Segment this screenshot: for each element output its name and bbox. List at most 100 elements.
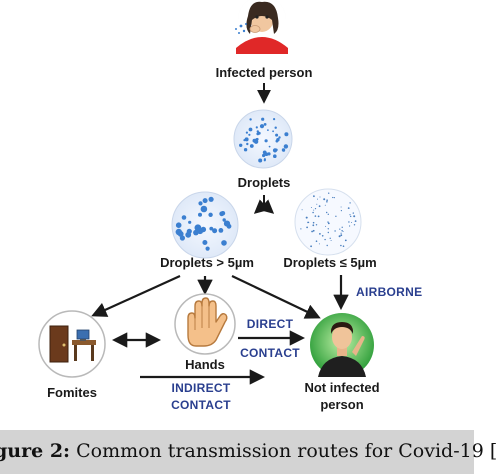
droplet-dot: [327, 221, 329, 223]
droplet-dot: [326, 211, 328, 214]
infected-person-icon: [235, 0, 288, 54]
droplet-dot: [340, 244, 342, 247]
droplet-dot: [334, 230, 336, 232]
droplet-dot: [218, 228, 224, 233]
droplet-dot: [323, 198, 326, 201]
droplet-dot: [353, 224, 356, 226]
droplet-dot: [177, 231, 184, 237]
droplet-dot: [350, 215, 352, 218]
droplet-dot: [275, 133, 279, 137]
droplet-dot: [264, 139, 268, 143]
droplet-dot: [332, 196, 334, 199]
infected-person-label: Infected person: [216, 65, 313, 80]
droplet-dot: [212, 228, 218, 234]
small-droplets-circle-icon: [294, 188, 362, 256]
not-infected-label-line2: person: [320, 397, 363, 412]
droplet-dot: [330, 240, 332, 241]
droplet-dot: [318, 243, 320, 245]
direct-contact-label-line2: CONTACT: [240, 346, 300, 360]
droplet-dot: [342, 245, 345, 247]
droplet-dot: [246, 142, 249, 146]
droplet-dot: [319, 233, 321, 235]
droplet-dot: [245, 131, 248, 134]
droplets-circle-icon: [233, 109, 293, 169]
droplet-dot: [181, 215, 187, 220]
droplet-dot: [321, 235, 324, 237]
droplet-dot: [351, 222, 353, 223]
droplet-dot: [200, 205, 208, 213]
split-arrow-icon: [253, 195, 275, 214]
droplet-dot: [312, 229, 315, 232]
droplet-dot: [310, 207, 312, 208]
droplet-dot: [328, 192, 330, 194]
droplet-dot: [200, 226, 207, 233]
droplet-dot: [324, 238, 326, 241]
droplet-dot: [243, 148, 248, 152]
droplet-dot: [327, 228, 329, 230]
droplet-dot: [341, 226, 343, 228]
droplet-dot: [268, 145, 271, 148]
droplet-dot: [349, 225, 351, 227]
droplet-dot: [335, 215, 337, 217]
droplet-dot: [255, 126, 258, 129]
caption-figure-number: gure 2:: [0, 440, 71, 462]
droplet-dot: [326, 199, 328, 201]
droplet-dot: [342, 231, 344, 232]
droplet-dot: [314, 215, 317, 217]
droplet-dot: [208, 212, 213, 217]
droplet-dot: [278, 136, 281, 139]
hands-label: Hands: [185, 357, 225, 372]
droplet-dot: [324, 204, 326, 206]
droplet-dot: [318, 205, 321, 208]
droplet-dot: [349, 214, 351, 216]
droplet-dot: [263, 123, 267, 126]
droplets-small-label: Droplets ≤ 5µm: [283, 255, 376, 270]
droplet-dot: [244, 137, 249, 142]
droplet-dot: [273, 154, 277, 158]
droplet-dot: [313, 195, 315, 198]
large-droplets-circle-icon: [171, 191, 239, 259]
droplet-dot: [221, 240, 227, 246]
droplet-dot: [325, 225, 327, 227]
droplet-dot: [262, 153, 266, 158]
droplet-dot: [249, 144, 254, 148]
droplet-dot: [205, 246, 210, 251]
droplet-dot: [193, 229, 199, 236]
droplet-dot: [185, 231, 192, 238]
droplet-dot: [198, 201, 203, 206]
droplet-dot: [255, 138, 259, 141]
droplet-dot: [256, 132, 260, 136]
droplet-dot: [349, 202, 351, 204]
droplet-dot: [305, 216, 308, 219]
droplet-dot: [301, 209, 303, 211]
droplet-dot: [222, 218, 226, 222]
droplet-dot: [354, 220, 357, 223]
droplet-dot: [239, 143, 243, 147]
droplet-dot: [327, 231, 329, 234]
droplet-dot: [202, 240, 208, 245]
droplet-dot: [209, 226, 214, 231]
droplet-dot: [352, 212, 354, 214]
droplet-dot: [329, 237, 331, 239]
droplet-dot: [249, 118, 252, 121]
fomites-icon: [38, 310, 106, 378]
droplet-dot: [306, 226, 308, 229]
droplet-dot: [263, 159, 266, 162]
droplet-dot: [353, 215, 356, 218]
droplet-dot: [258, 158, 263, 163]
droplet-dot: [347, 207, 350, 210]
droplet-dot: [315, 240, 318, 242]
droplet-dot: [274, 126, 277, 129]
droplet-dot: [340, 234, 343, 237]
droplet-dot: [340, 232, 342, 234]
droplet-dot: [283, 144, 289, 149]
figure-caption: gure 2: Common transmission routes for C…: [0, 430, 497, 474]
droplet-dot: [284, 132, 289, 137]
droplet-dot: [348, 221, 350, 223]
not-infected-label-line1: Not infected: [304, 380, 379, 395]
droplet-dot: [317, 198, 318, 200]
droplet-dot: [267, 152, 271, 156]
droplet-dot: [273, 118, 276, 121]
droplet-dot: [179, 235, 185, 241]
droplet-dot: [282, 149, 286, 152]
